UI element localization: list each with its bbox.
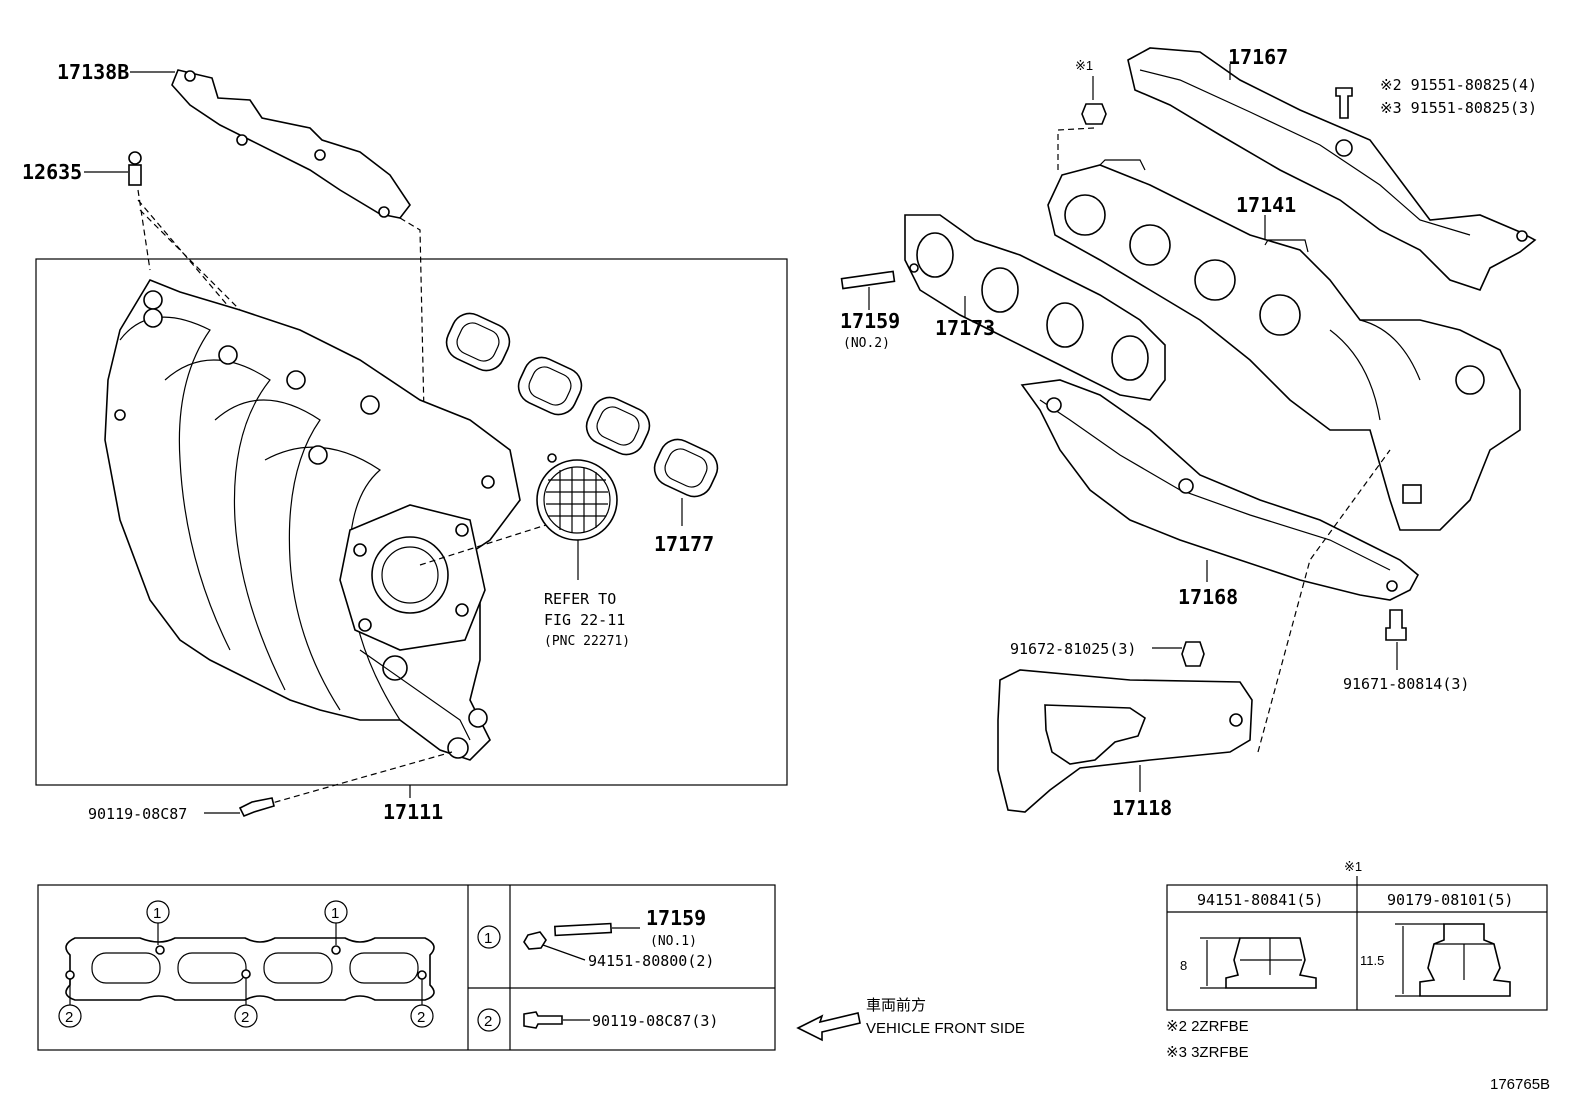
note1-mark-top: ※1	[1075, 58, 1093, 73]
label-17177: 17177	[654, 532, 714, 556]
bracket-hole	[314, 149, 326, 161]
bolt-91672-81025	[1181, 641, 1205, 667]
part-17118-bracket	[997, 669, 1253, 813]
row2-bolt-label: 90119-08C87(3)	[592, 1012, 718, 1030]
bracket-hole	[184, 70, 196, 82]
nut-spec-table: ※1 94151-80841(5) 90179-08101(5) 8 11.5	[1166, 859, 1548, 1011]
part-12635-stud	[128, 151, 142, 165]
callout-1-b-text: 1	[331, 905, 339, 922]
nut-table-mark: ※1	[1344, 859, 1362, 874]
part-17173-gasket	[904, 214, 1166, 401]
row2-index	[477, 1008, 501, 1032]
callout-1-a-text: 1	[153, 905, 161, 922]
exhaust-manifold-group: ※1 17167 ※2 91551-80825(4) ※3 91551-8082…	[840, 45, 1537, 820]
label-17111: 17111	[383, 800, 443, 824]
callout-2-b-text: 2	[241, 1009, 249, 1026]
refer-line-1: REFER TO	[544, 590, 616, 608]
label-17167: 17167	[1228, 45, 1288, 69]
label-17173: 17173	[935, 316, 995, 340]
bolt-91671-80814	[1385, 609, 1407, 641]
label-17141: 17141	[1236, 193, 1296, 217]
nut-top	[1081, 103, 1107, 125]
bracket-hole	[236, 134, 248, 146]
nut2-dim: 11.5	[1360, 953, 1384, 968]
part-17168-insulator	[1020, 379, 1420, 601]
engine-note-2: ※2 2ZRFBE	[1166, 1018, 1249, 1035]
part-17177-gasket	[445, 312, 719, 498]
note3-line: ※3 91551-80825(3)	[1380, 99, 1537, 117]
gasket-detail-outline	[65, 937, 435, 1001]
bolt-91551-80825	[1335, 87, 1353, 119]
nut-94151-80800	[523, 931, 547, 950]
label-17159: 17159	[840, 309, 900, 333]
row1-stud-label: 17159	[646, 906, 706, 930]
label-17138B: 17138B	[57, 60, 129, 84]
row2-index-text: 2	[484, 1013, 492, 1030]
nut1-dim: 8	[1180, 958, 1187, 973]
intake-manifold-frame	[35, 258, 788, 786]
stud-17159-no1	[553, 922, 613, 937]
label-12635: 12635	[22, 160, 82, 184]
row1-index-text: 1	[484, 930, 492, 947]
nut-94151-80841	[1225, 937, 1317, 989]
bolt-90119-08C87-detail	[523, 1011, 563, 1029]
nut-90179-08101	[1419, 923, 1511, 997]
callout-2-a-text: 2	[65, 1009, 73, 1026]
label-91671: 91671-80814(3)	[1343, 675, 1469, 693]
row1-index	[477, 925, 501, 949]
bolt-90119-08C87	[238, 797, 275, 818]
label-17168: 17168	[1178, 585, 1238, 609]
vehicle-front-indicator: 車両前方 VEHICLE FRONT SIDE	[796, 997, 1025, 1042]
label-17118: 17118	[1112, 796, 1172, 820]
figure-id: 176765B	[1490, 1076, 1550, 1093]
note2-line: ※2 91551-80825(4)	[1380, 76, 1537, 94]
row1-stud-no: (NO.1)	[650, 934, 697, 949]
front-label-jp: 車両前方	[866, 997, 926, 1014]
callout-2-c-text: 2	[417, 1009, 425, 1026]
stud-17159-no2	[840, 270, 896, 290]
refer-line-3: (PNC 22271)	[544, 634, 630, 649]
gasket-detail-table: 1 1 2 2 2 1 17159 (NO.1) 94151-80800(2) …	[37, 884, 776, 1051]
front-label-en: VEHICLE FRONT SIDE	[866, 1020, 1025, 1037]
throttle-bore	[371, 536, 449, 614]
label-90119-08C87: 90119-08C87	[88, 805, 187, 823]
part-12635-body	[128, 164, 142, 186]
label-91672: 91672-81025(3)	[1010, 640, 1136, 658]
front-arrow-icon	[796, 1012, 861, 1042]
throttle-screen	[536, 453, 618, 541]
part-17138B-bracket	[171, 69, 411, 219]
part-17167-insulator	[1127, 47, 1537, 291]
intake-manifold-group: 17138B 12635	[22, 60, 788, 824]
bracket-hole	[378, 206, 390, 218]
refer-line-2: FIG 22-11	[544, 611, 625, 629]
engine-note-3: ※3 3ZRFBE	[1166, 1044, 1249, 1061]
nut-col1-header: 94151-80841(5)	[1197, 891, 1323, 909]
label-17159-no2: (NO.2)	[843, 336, 890, 351]
row1-nut-label: 94151-80800(2)	[588, 952, 714, 970]
nut-col2-header: 90179-08101(5)	[1387, 891, 1513, 909]
